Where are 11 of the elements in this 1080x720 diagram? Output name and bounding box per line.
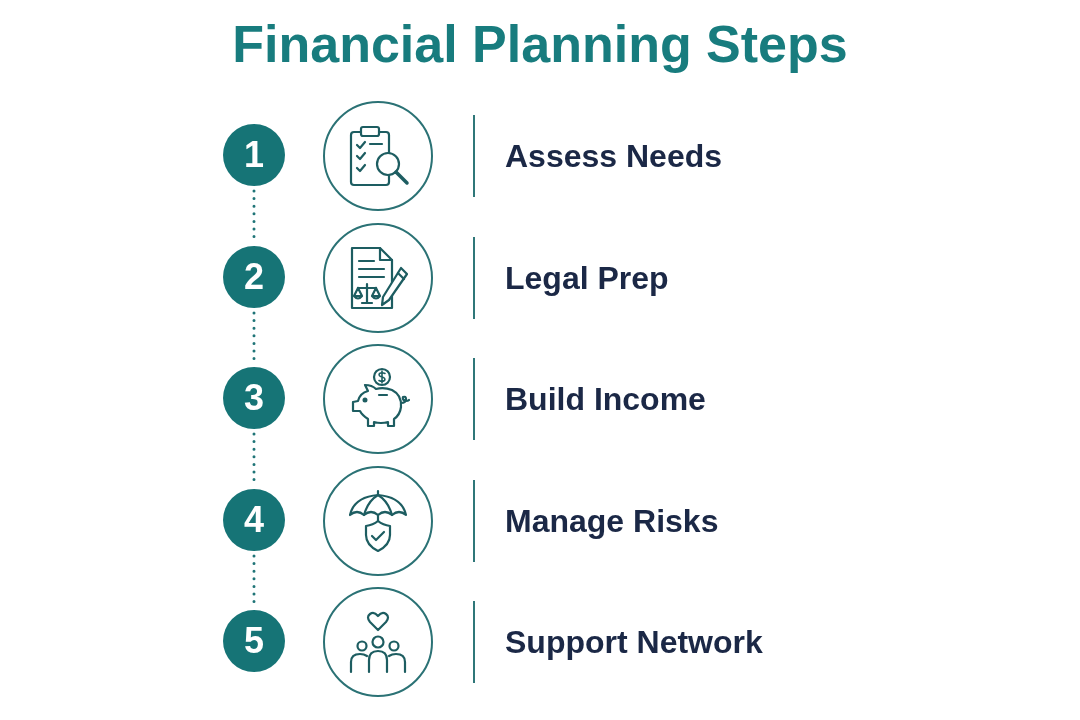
title: Financial Planning Steps xyxy=(232,14,848,74)
step-number-badge: 5 xyxy=(223,610,285,672)
step-label: Build Income xyxy=(505,380,706,418)
step-number-badge: 2 xyxy=(223,246,285,308)
step-number-badge: 4 xyxy=(223,489,285,551)
step-label: Manage Risks xyxy=(505,502,719,540)
step-number-badge: 1 xyxy=(223,124,285,186)
step-label: Support Network xyxy=(505,623,763,661)
step-label: Assess Needs xyxy=(505,137,723,175)
step-number-badge: 3 xyxy=(223,367,285,429)
step-label: Legal Prep xyxy=(505,259,669,297)
